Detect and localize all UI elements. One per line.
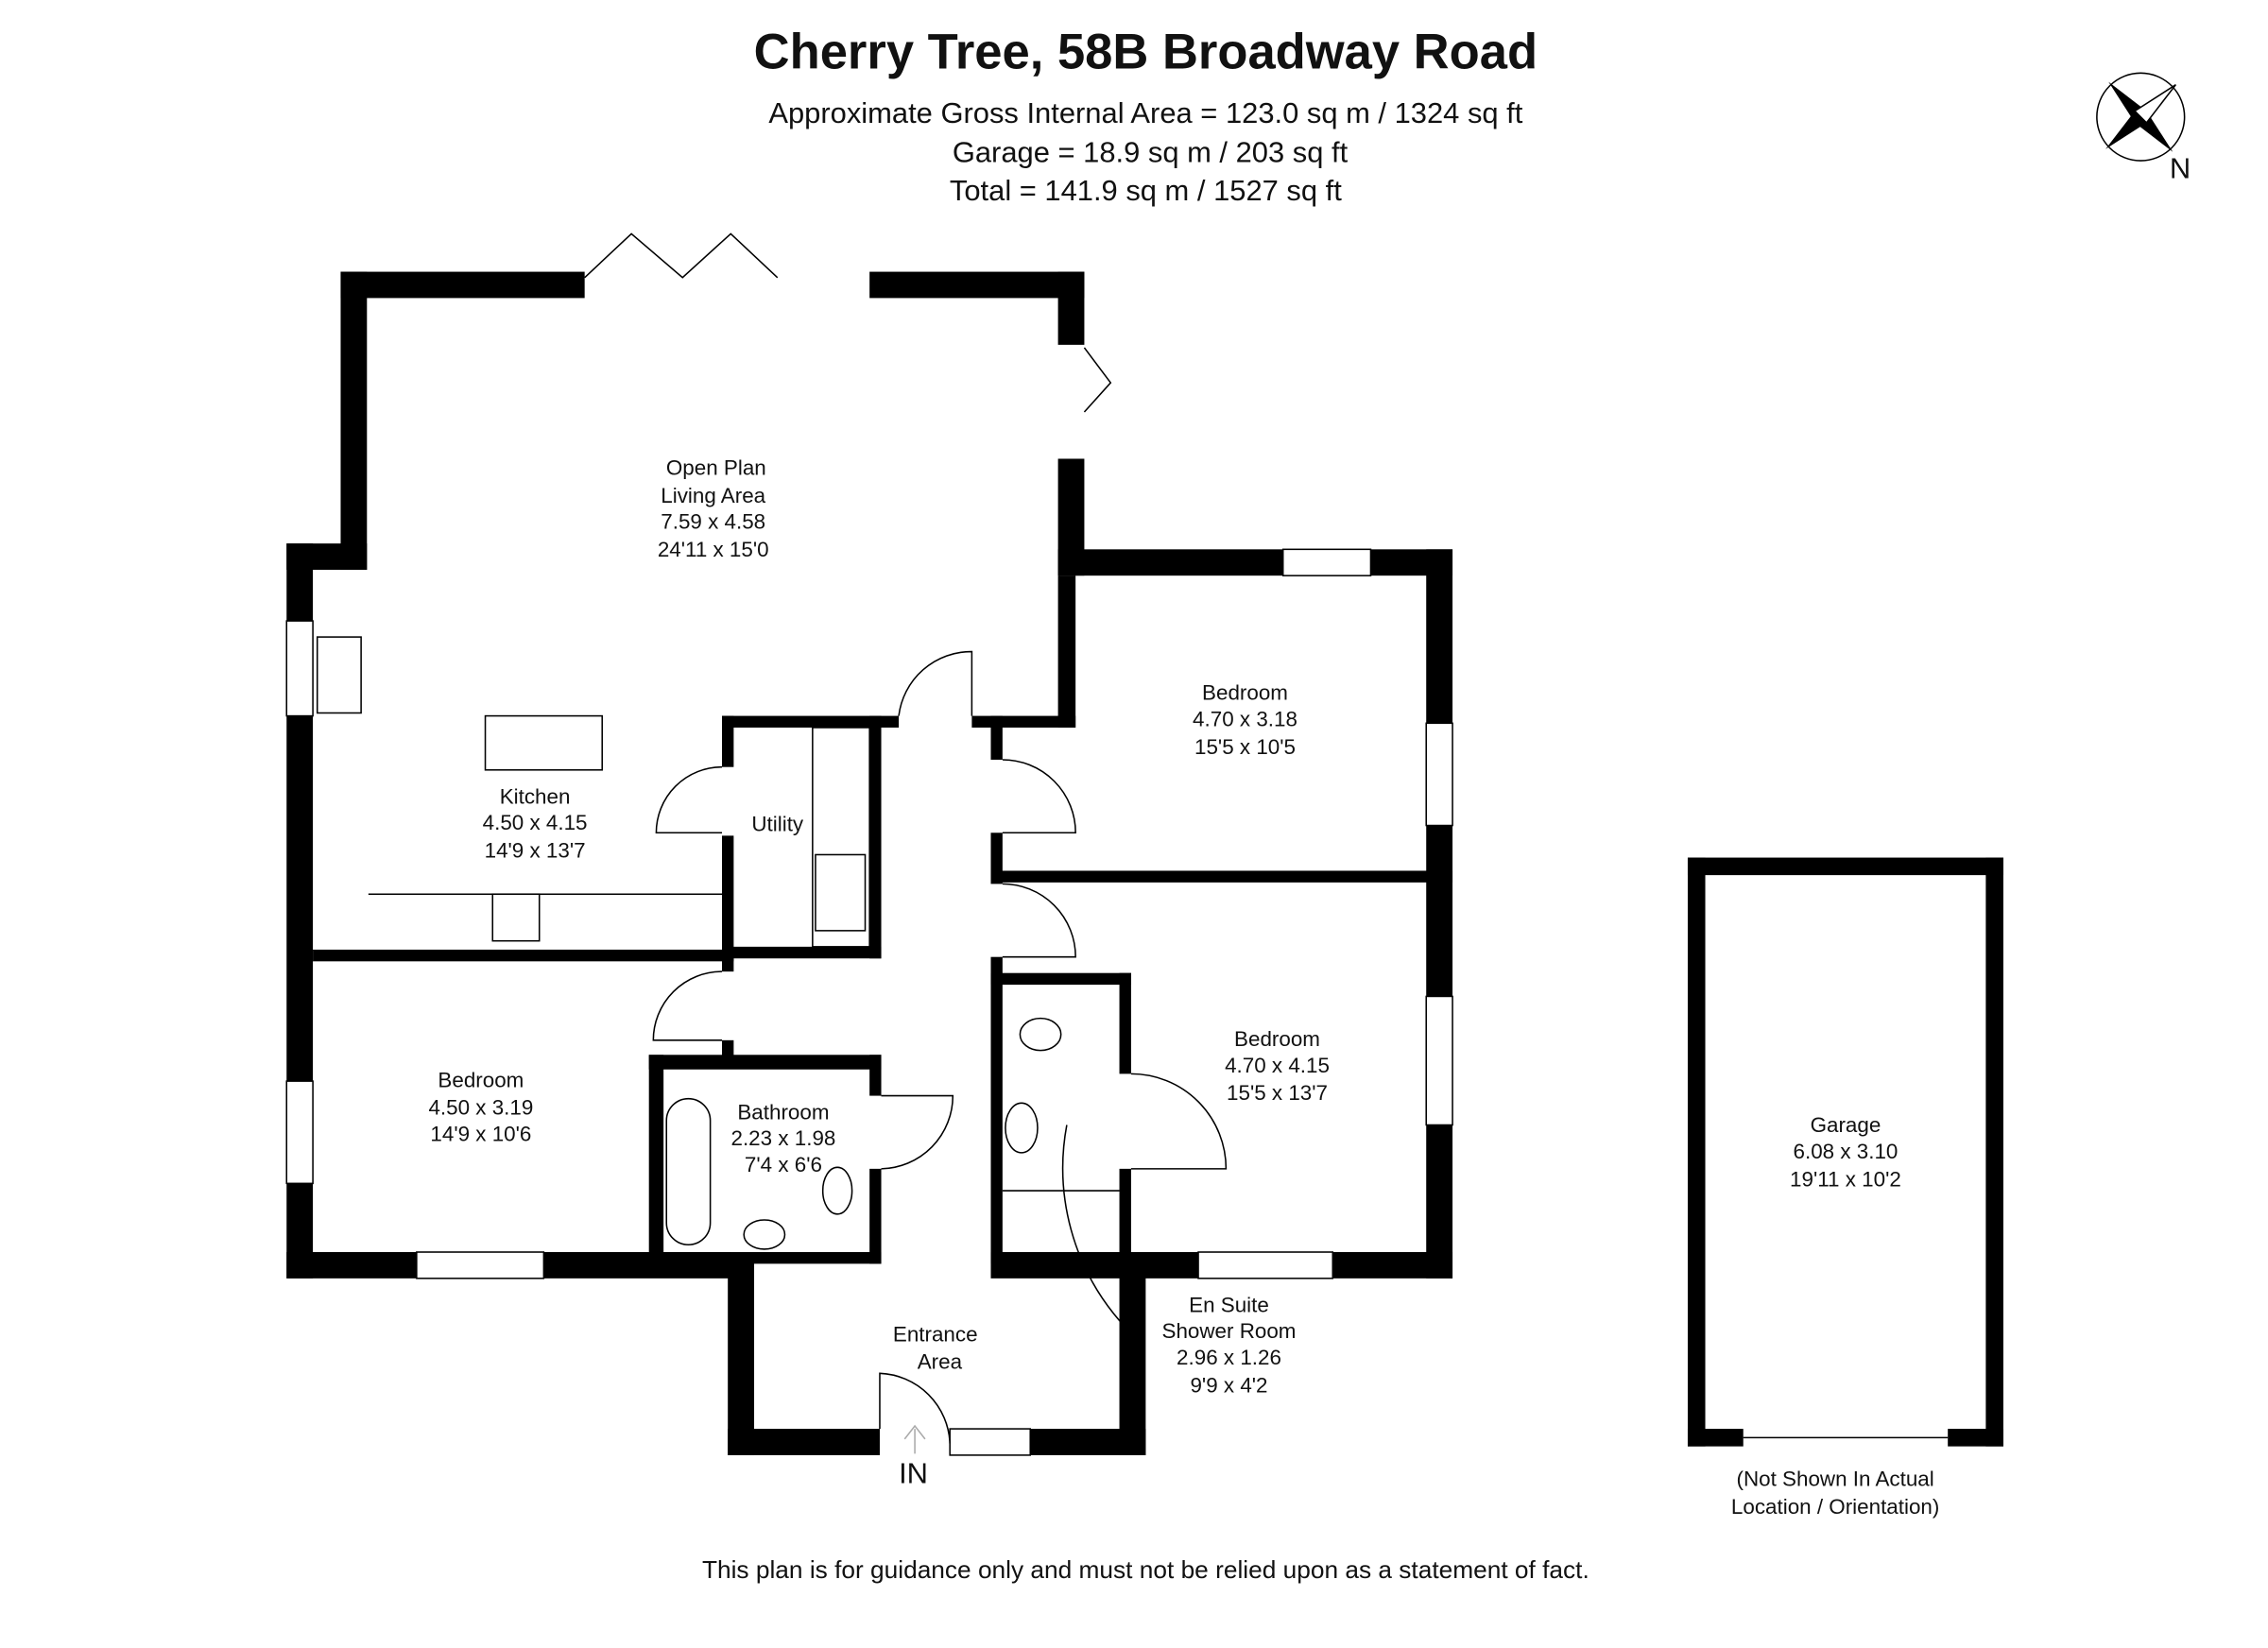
garage-note-line-2: Location / Orientation) (1731, 1495, 1939, 1519)
room-imperial: 9'9 x 4'2 (1190, 1373, 1267, 1397)
room-name: Entrance (893, 1322, 978, 1346)
room-metric: 6.08 x 3.10 (1794, 1140, 1899, 1163)
room-bedroom-3: Bedroom 4.50 x 3.19 14'9 x 10'6 (428, 1068, 533, 1145)
room-imperial: 15'5 x 13'7 (1227, 1081, 1328, 1105)
room-ensuite: En Suite Shower Room 2.96 x 1.26 9'9 x 4… (1162, 1293, 1297, 1397)
disclaimer: This plan is for guidance only and must … (702, 1555, 1589, 1584)
north-label: N (2170, 152, 2191, 185)
room-metric: 4.70 x 3.18 (1193, 707, 1297, 730)
room-name: Bathroom (737, 1100, 829, 1124)
garage-area: Garage = 18.9 sq m / 203 sq ft (953, 136, 1349, 169)
room-imperial: 19'11 x 10'2 (1790, 1167, 1901, 1191)
compass-rose-icon: N (2096, 72, 2191, 185)
room-name: Living Area (661, 484, 765, 507)
plan-title: Cherry Tree, 58B Broadway Road (754, 25, 1538, 80)
total-area: Total = 141.9 sq m / 1527 sq ft (950, 174, 1342, 207)
entry-label: IN (899, 1456, 928, 1489)
room-imperial: 7'4 x 6'6 (745, 1153, 822, 1176)
room-kitchen: Kitchen 4.50 x 4.15 14'9 x 13'7 (483, 784, 588, 862)
room-name: Open Plan (666, 455, 766, 479)
room-imperial: 24'11 x 15'0 (658, 538, 769, 561)
room-bathroom: Bathroom 2.23 x 1.98 7'4 x 6'6 (730, 1100, 835, 1176)
room-name: Bedroom (1202, 681, 1288, 705)
room-entrance: Entrance Area (893, 1322, 978, 1373)
room-name: Shower Room (1162, 1319, 1297, 1343)
room-imperial: 14'9 x 10'6 (430, 1123, 531, 1146)
room-metric: 4.70 x 4.15 (1225, 1054, 1330, 1077)
room-name: Bedroom (438, 1068, 524, 1091)
room-name: Bedroom (1234, 1027, 1320, 1051)
room-metric: 2.23 x 1.98 (730, 1126, 835, 1150)
room-bedroom-1: Bedroom 4.70 x 3.18 15'5 x 10'5 (1193, 681, 1297, 759)
room-name: Area (918, 1350, 963, 1374)
entry-arrow-icon (903, 1424, 926, 1454)
room-name: En Suite (1189, 1293, 1269, 1316)
room-metric: 4.50 x 3.19 (428, 1096, 533, 1120)
garage-note-line-1: (Not Shown In Actual (1737, 1467, 1934, 1490)
room-imperial: 15'5 x 10'5 (1194, 735, 1296, 759)
room-utility: Utility (751, 813, 804, 836)
room-name: Kitchen (500, 784, 571, 808)
room-metric: 2.96 x 1.26 (1177, 1346, 1281, 1369)
gross-area: Approximate Gross Internal Area = 123.0 … (768, 96, 1522, 129)
room-metric: 4.50 x 4.15 (483, 811, 588, 834)
room-garage: Garage 6.08 x 3.10 19'11 x 10'2 (1790, 1113, 1901, 1191)
windows (285, 548, 1949, 1456)
room-open-plan: Open Plan Living Area 7.59 x 4.58 24'11 … (658, 455, 769, 561)
room-bedroom-2: Bedroom 4.70 x 4.15 15'5 x 13'7 (1225, 1027, 1330, 1105)
room-name: Garage (1811, 1113, 1881, 1137)
doors (316, 232, 1228, 1444)
room-imperial: 14'9 x 13'7 (485, 839, 586, 863)
room-metric: 7.59 x 4.58 (661, 510, 765, 534)
